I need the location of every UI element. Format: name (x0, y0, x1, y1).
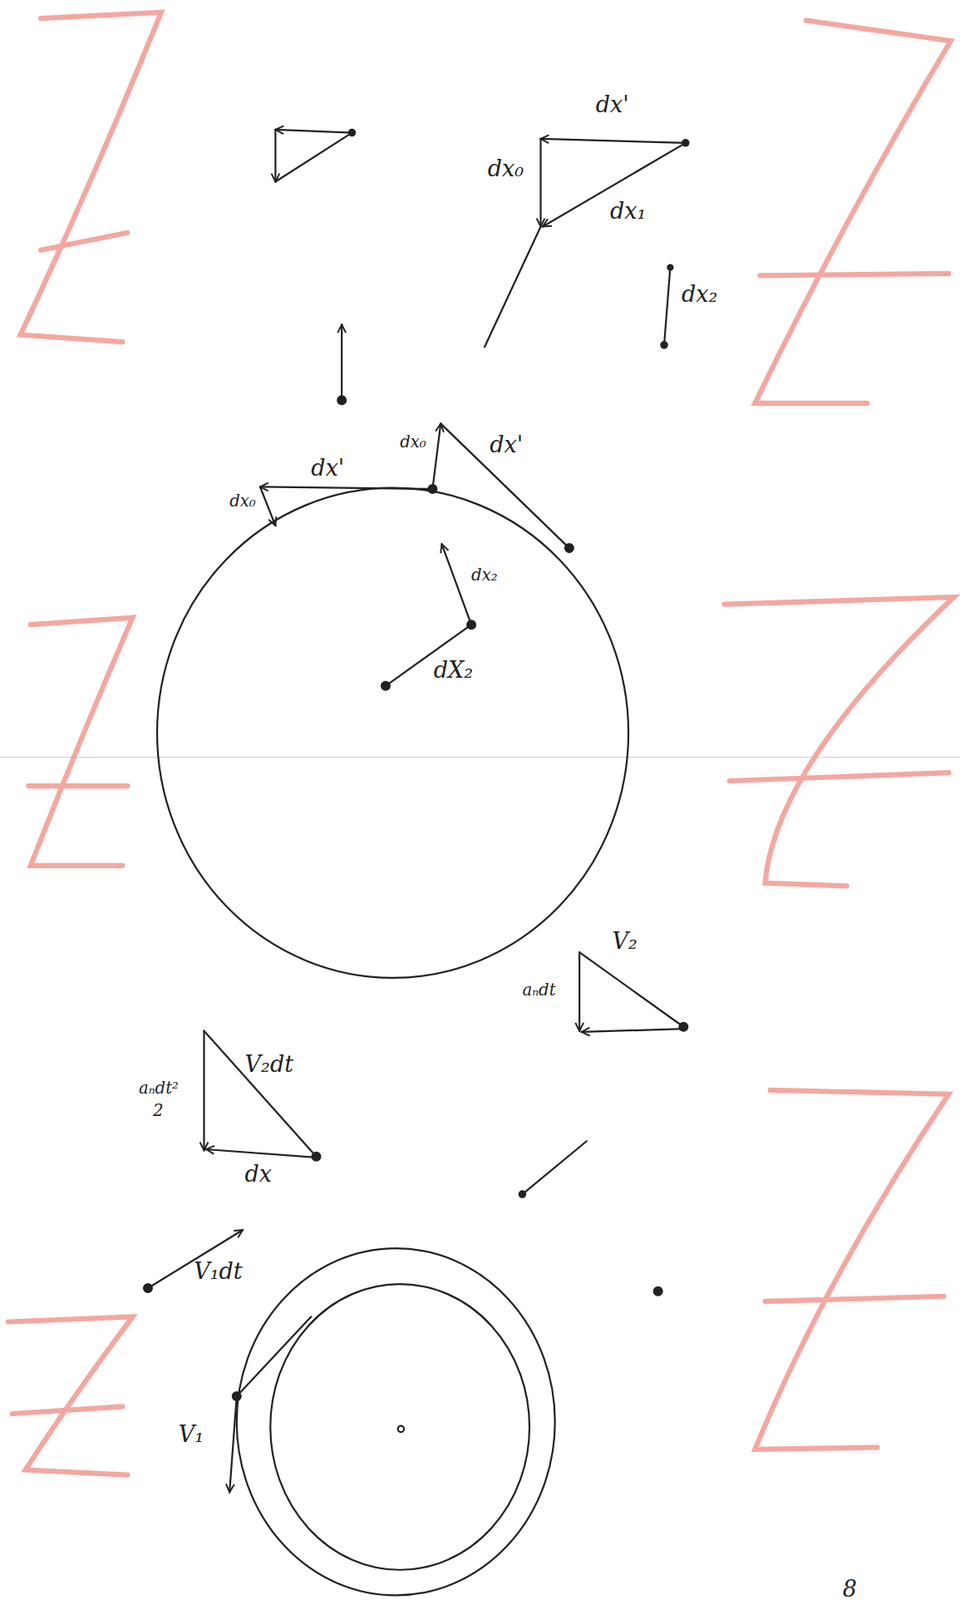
math-label: dx₂ (471, 566, 498, 584)
math-label: dx₀ (229, 492, 256, 510)
math-label: dx' (595, 93, 630, 117)
math-label: 8 (842, 1577, 857, 1600)
math-label: V₁dt (193, 1260, 242, 1283)
math-label: dx (245, 1162, 273, 1186)
math-label: aₙdt² (138, 1079, 179, 1097)
math-label: 2 (152, 1102, 164, 1119)
math-label: dx₀ (487, 157, 524, 181)
math-label: V₁ (178, 1422, 204, 1446)
math-label: dx₁ (610, 200, 646, 223)
math-label: dx₂ (681, 283, 718, 306)
math-label: aₙdt (521, 981, 556, 999)
math-label: dx₀ (399, 433, 427, 451)
math-label: dX₂ (433, 659, 473, 682)
math-label: V₂dt (245, 1053, 294, 1076)
math-label: V₂ (611, 930, 637, 953)
math-label: dx' (489, 433, 523, 457)
math-label: dx' (310, 457, 345, 480)
